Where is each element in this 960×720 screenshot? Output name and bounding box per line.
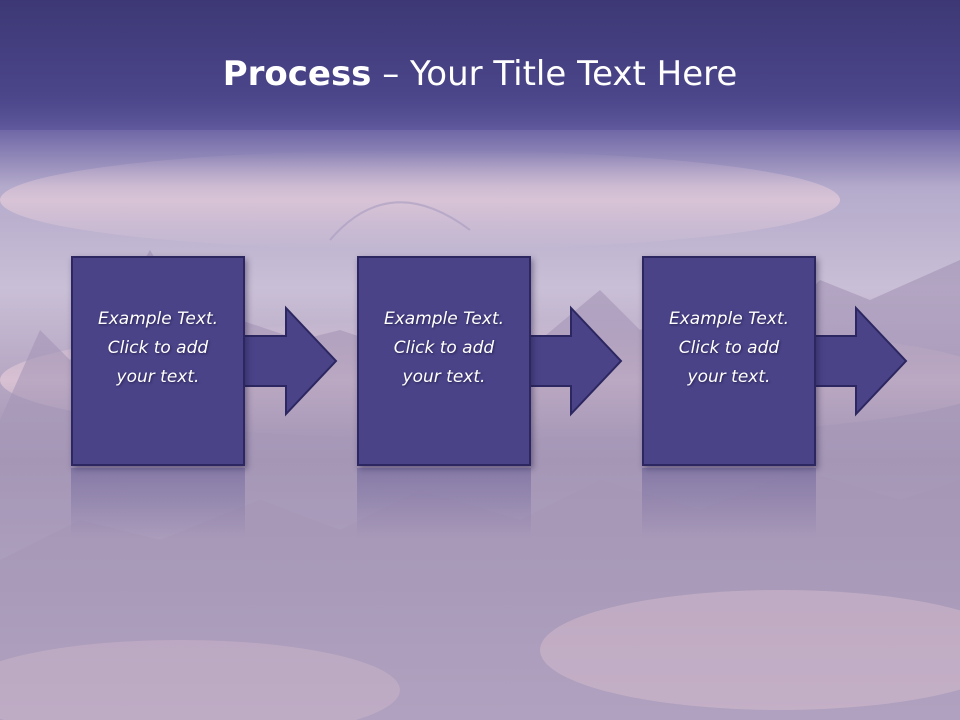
box-reflection (642, 468, 816, 538)
process-step-box[interactable]: Example Text. Click to add your text. (357, 256, 531, 466)
box-reflection (71, 468, 245, 538)
step-text: Example Text. Click to add your text. (97, 309, 219, 387)
arrow-right-icon (809, 305, 908, 417)
arrow-right-icon (239, 305, 338, 417)
title-rest: – Your Title Text Here (371, 54, 738, 94)
title-bold: Process (222, 54, 372, 94)
arrow-right-icon (524, 305, 623, 417)
title-bar (0, 0, 960, 130)
process-step-box[interactable]: Example Text. Click to add your text. (71, 256, 245, 466)
step-text: Example Text. Click to add your text. (383, 309, 505, 387)
step-text: Example Text. Click to add your text. (668, 309, 790, 387)
slide-title[interactable]: Process – Your Title Text Here (0, 54, 960, 94)
box-reflection (357, 468, 531, 538)
process-step-box[interactable]: Example Text. Click to add your text. (642, 256, 816, 466)
